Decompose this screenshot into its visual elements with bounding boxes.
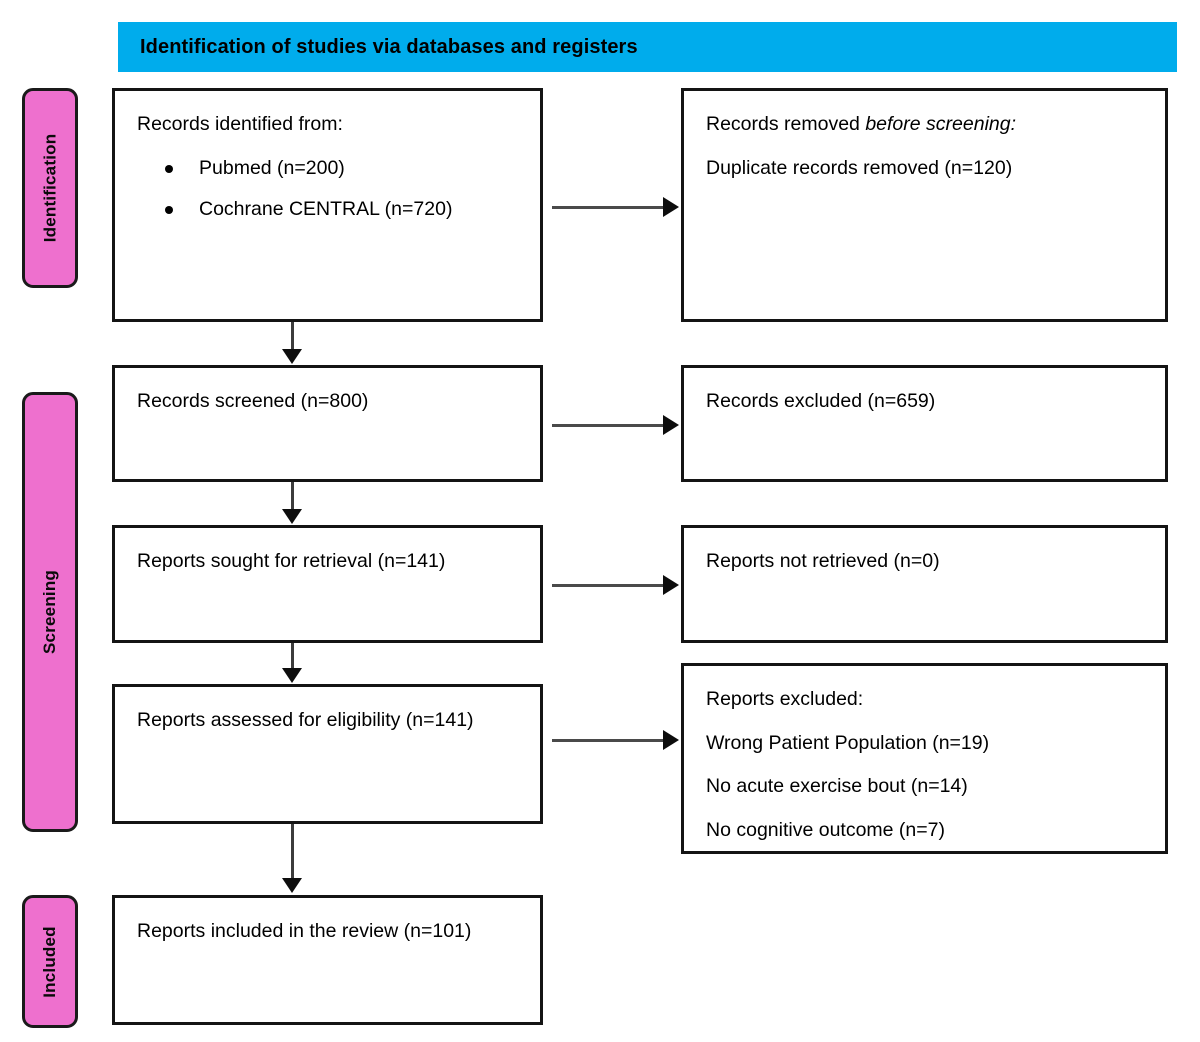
stage-label-included: Included [22, 895, 78, 1028]
list-item: Pubmed (n=200) [165, 155, 518, 183]
box-reports-not-retrieved: Reports not retrieved (n=0) [681, 525, 1168, 643]
box-records-excluded-text: Records excluded (n=659) [706, 390, 936, 412]
box-reports-excluded-heading: Reports excluded: [706, 688, 864, 710]
records-removed-italic-text: before screening: [865, 113, 1017, 135]
box-reports-included: Reports included in the review (n=101) [112, 895, 543, 1025]
box-records-identified: Records identified from: Pubmed (n=200) … [112, 88, 543, 322]
stage-label-identification: Identification [22, 88, 78, 288]
stage-label-included-text: Included [40, 925, 59, 998]
box-reports-sought: Reports sought for retrieval (n=141) [112, 525, 543, 643]
stage-label-identification-text: Identification [40, 133, 60, 243]
records-removed-plain-text: Records removed [706, 113, 866, 135]
exclusion-reason: No acute exercise bout (n=14) [706, 775, 968, 798]
list-item: Cochrane CENTRAL (n=720) [165, 196, 518, 224]
box-records-removed-heading: Records removed before screening: [706, 111, 1143, 139]
box-reports-excluded-reasons: Reports excluded: Wrong Patient Populati… [681, 663, 1168, 854]
box-reports-assessed: Reports assessed for eligibility (n=141) [112, 684, 543, 824]
banner-title: Identification of studies via databases … [140, 35, 638, 58]
stage-label-screening-text: Screening [40, 570, 59, 654]
box-reports-included-text: Reports included in the review (n=101) [137, 920, 472, 942]
box-records-screened: Records screened (n=800) [112, 365, 543, 482]
records-identified-source-list: Pubmed (n=200) Cochrane CENTRAL (n=720) [137, 155, 518, 224]
box-records-excluded: Records excluded (n=659) [681, 365, 1168, 482]
box-records-removed: Records removed before screening: Duplic… [681, 88, 1168, 322]
box-records-identified-heading: Records identified from: [137, 113, 343, 135]
exclusion-reason: Wrong Patient Population (n=19) [706, 731, 990, 754]
box-reports-sought-text: Reports sought for retrieval (n=141) [137, 550, 446, 572]
diagram-header-banner: Identification of studies via databases … [118, 22, 1177, 72]
box-records-removed-duplicates: Duplicate records removed (n=120) [706, 156, 1013, 179]
box-reports-assessed-text: Reports assessed for eligibility (n=141) [137, 709, 474, 731]
box-records-screened-text: Records screened (n=800) [137, 390, 369, 412]
exclusion-reason: No cognitive outcome (n=7) [706, 819, 945, 842]
box-reports-not-retrieved-text: Reports not retrieved (n=0) [706, 550, 940, 572]
stage-label-screening: Screening [22, 392, 78, 832]
